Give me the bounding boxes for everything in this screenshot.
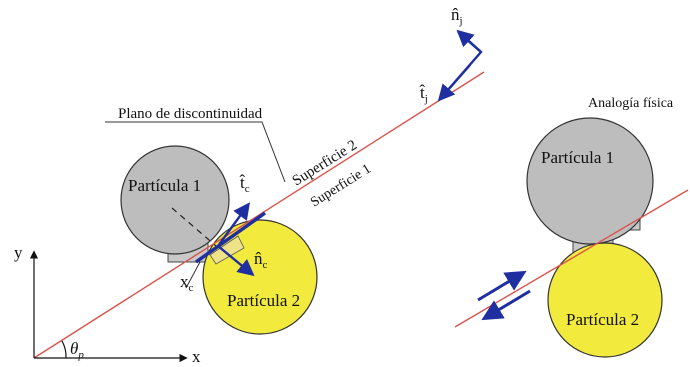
axis-x-label: x [192, 347, 201, 366]
particle1-left-label: Partícula 1 [128, 176, 201, 195]
tc-vector [217, 202, 250, 247]
nc-label: n̂c [254, 249, 268, 271]
xc-leader [185, 261, 201, 289]
shear-arrow-up [477, 270, 527, 302]
axis-y-label: y [14, 243, 23, 262]
particle2-left-label: Partícula 2 [227, 291, 300, 310]
plane-label: Plano de discontinuidad [118, 106, 263, 122]
nj-vector [456, 29, 482, 53]
tj-label: t̂j [419, 83, 428, 105]
particle-2-left [202, 219, 318, 335]
nc-vector [217, 245, 255, 277]
angle-arc [61, 340, 67, 359]
particle-1-right [526, 117, 654, 245]
particle1-right-label: Partícula 1 [541, 148, 614, 167]
analogy-label: Analogía física [588, 96, 674, 111]
tj-nj-vectors [439, 31, 483, 100]
particle-2-right [547, 242, 663, 358]
contact-segment [194, 211, 267, 264]
particle2-right-label: Partícula 2 [566, 310, 639, 329]
tc-label: t̂c [239, 173, 249, 195]
contact-lens-left [209, 235, 245, 265]
nj-label: n̂j [451, 5, 463, 27]
xc-label: xc [180, 272, 194, 294]
plane-leader [105, 121, 286, 183]
dashed-radius [171, 207, 217, 247]
particle-1-left [120, 145, 230, 255]
tj-vector [437, 64, 471, 102]
shear-arrow-down [481, 289, 531, 321]
discontinuity-line-left [33, 71, 485, 359]
angle-label: θp [70, 339, 84, 361]
